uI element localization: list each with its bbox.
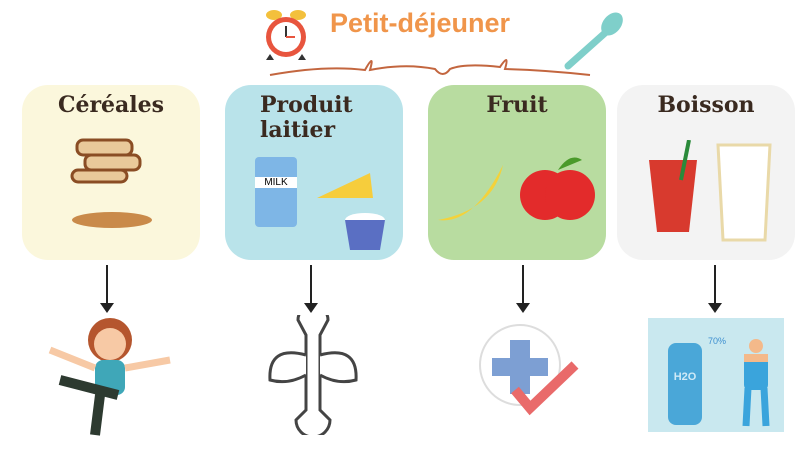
bread-icon: [70, 138, 152, 228]
percent-label: 70%: [708, 336, 727, 346]
card-label: Céréales: [57, 92, 165, 118]
h2o-label: H2O: [673, 371, 697, 383]
apple-icon: [520, 157, 595, 220]
spoon-icon: [560, 8, 630, 77]
card-label: Produit laitier: [260, 92, 353, 143]
milk-carton-icon: MILK: [255, 157, 297, 227]
banana-icon: [438, 165, 503, 221]
water-bottle-icon: H2O: [668, 343, 702, 425]
strong-bone-illustration: [268, 315, 358, 435]
arrow-down: [100, 265, 114, 313]
milk-glass-icon: [716, 143, 772, 242]
health-check-illustration: [479, 324, 579, 416]
card-cereales: Céréales: [22, 85, 200, 260]
dancing-child-illustration: [48, 318, 171, 436]
page-title: Petit-déjeuner: [330, 8, 511, 38]
card-boisson: Boisson: [617, 85, 795, 260]
decorative-swirl: [269, 59, 591, 76]
card-fruit: Fruit: [428, 85, 606, 260]
card-label: Boisson: [657, 92, 755, 118]
yogurt-icon: [345, 213, 385, 250]
card-label: Fruit: [486, 92, 548, 118]
arrow-down: [304, 265, 318, 313]
alarm-clock-icon: [262, 6, 310, 67]
human-figure-icon: [742, 339, 770, 427]
milk-label: MILK: [255, 177, 297, 188]
cheese-icon: [317, 173, 373, 198]
hydration-illustration: H2O 70%: [648, 318, 784, 432]
arrow-down: [516, 265, 530, 313]
juice-glass-icon: [649, 140, 697, 232]
arrow-down: [708, 265, 722, 313]
card-produit-laitier: Produit laitier MILK: [225, 85, 403, 260]
